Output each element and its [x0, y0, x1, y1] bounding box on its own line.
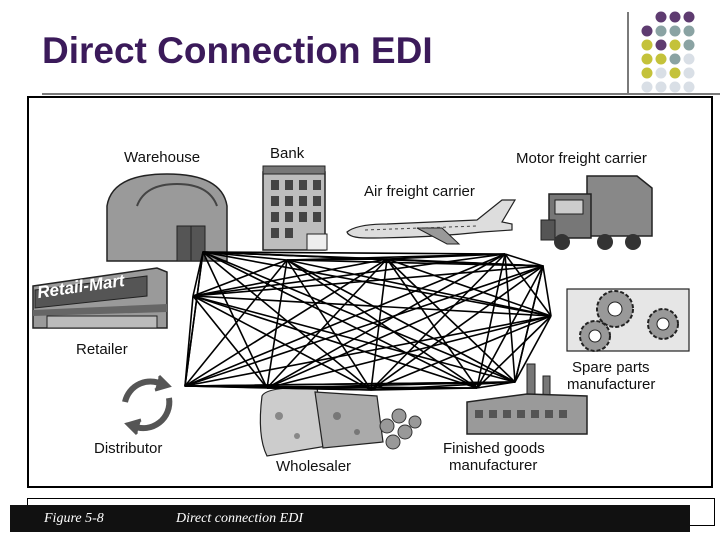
- retailer-label: Retailer: [76, 341, 128, 358]
- edi-link-line: [184, 253, 506, 387]
- edi-link-line: [476, 381, 516, 389]
- edi-link-line: [370, 265, 544, 391]
- cycle-arrows-icon: [122, 374, 173, 436]
- edi-link-line: [386, 258, 516, 383]
- edi-link-line: [386, 258, 544, 267]
- airplane-icon: [346, 199, 517, 245]
- slide-title: Direct Connection EDI: [42, 30, 433, 71]
- edi-link-line: [504, 253, 516, 383]
- edi-link-line: [514, 315, 552, 383]
- edi-link-line: [192, 253, 506, 297]
- edi-link-line: [514, 265, 544, 383]
- edi-link-line: [192, 295, 552, 317]
- edi-link-line: [370, 315, 552, 391]
- edi-link-line: [184, 315, 552, 387]
- connection-network: [184, 251, 552, 391]
- motor-freight-carrier-label: Motor freight carrier: [516, 150, 647, 167]
- edi-link-line: [184, 265, 544, 387]
- edi-link-line: [184, 258, 388, 387]
- edi-link-line: [370, 253, 506, 391]
- edi-link-line: [542, 265, 552, 317]
- figure-caption: Direct connection EDI: [176, 511, 303, 526]
- edi-link-line: [184, 295, 194, 387]
- caption-bar: [10, 505, 690, 532]
- air-freight-carrier-label: Air freight carrier: [364, 183, 475, 200]
- edi-link-line: [192, 295, 372, 391]
- edi-link-line: [266, 265, 544, 389]
- cheese-icon: [259, 387, 422, 457]
- dot-grid-decoration: [641, 11, 695, 93]
- spare-parts-label-line1: Spare parts: [572, 359, 650, 376]
- edi-link-line: [476, 253, 506, 389]
- edi-link-line: [504, 253, 544, 267]
- edi-link-line: [266, 253, 506, 389]
- edi-link-line: [202, 251, 268, 389]
- warehouse-label: Warehouse: [124, 149, 201, 166]
- vertical-rule: [627, 12, 629, 94]
- wholesaler-label: Wholesaler: [276, 458, 352, 475]
- truck-icon: [540, 175, 653, 250]
- edi-link-line: [286, 259, 544, 267]
- figure-number: Figure 5-8: [44, 511, 104, 526]
- edi-link-line: [286, 259, 516, 383]
- horizontal-rule: [42, 93, 720, 95]
- edi-link-line: [202, 251, 516, 383]
- edi-link-line: [504, 253, 552, 317]
- finished-goods-label-line2: manufacturer: [449, 457, 538, 474]
- bank-label: Bank: [270, 145, 305, 162]
- edi-link-line: [386, 253, 506, 260]
- edi-link-line: [192, 295, 516, 383]
- spare-parts-label-line2: manufacturer: [567, 376, 656, 393]
- edi-link-line: [386, 258, 478, 389]
- gears-icon: [566, 288, 690, 352]
- edi-link-line: [202, 251, 506, 255]
- edi-link-line: [386, 258, 552, 317]
- diagram-canvas: [27, 96, 713, 488]
- edi-link-line: [370, 381, 516, 391]
- warehouse-icon: [106, 173, 228, 262]
- edi-link-line: [192, 258, 388, 297]
- edi-link-line: [266, 381, 516, 389]
- finished-goods-label-line1: Finished goods: [443, 440, 545, 457]
- edi-link-line: [202, 251, 552, 317]
- edi-link-line: [184, 251, 204, 387]
- edi-link-line: [192, 265, 544, 297]
- retail-store-icon: [32, 267, 168, 329]
- edi-link-line: [266, 315, 552, 389]
- factory-icon: [466, 363, 588, 435]
- edi-link-line: [192, 259, 288, 297]
- edi-link-line: [192, 295, 478, 389]
- edi-link-line: [476, 315, 552, 389]
- bank-icon: [262, 165, 328, 251]
- distributor-label: Distributor: [94, 440, 163, 457]
- diagram-frame: Warehouse Bank Air freight carrier Motor…: [27, 96, 713, 488]
